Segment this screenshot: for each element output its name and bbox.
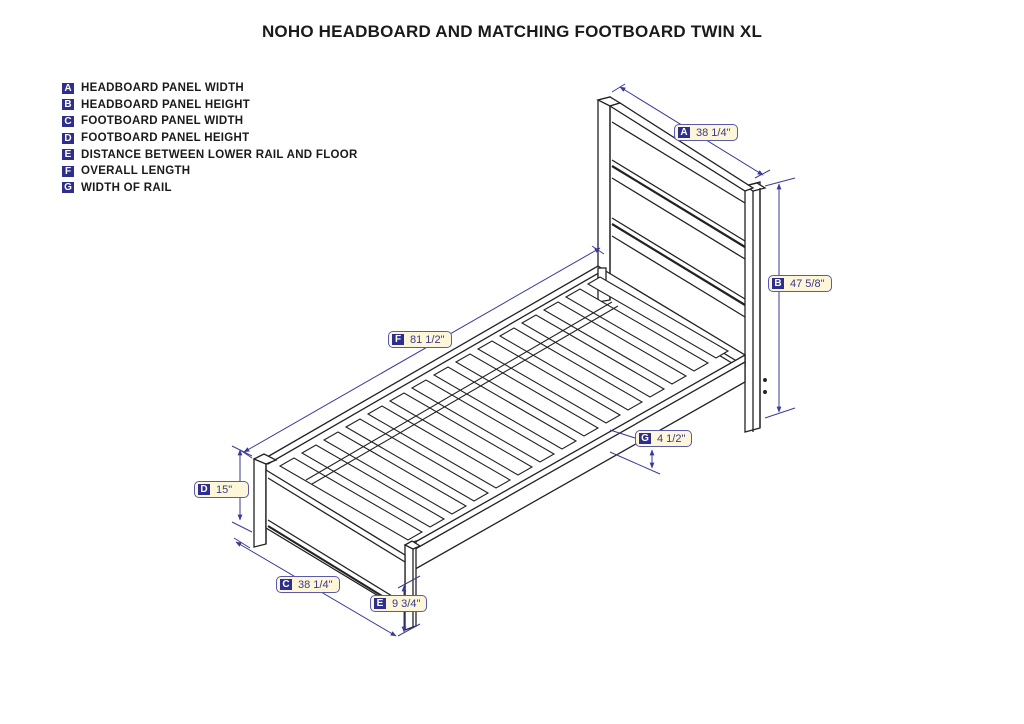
dimension-label-b: B 47 5/8"	[768, 275, 832, 292]
dimension-key-badge: D	[198, 484, 210, 495]
diagram-title: NOHO HEADBOARD AND MATCHING FOOTBOARD TW…	[261, 22, 763, 41]
dimension-value: 4 1/2"	[657, 432, 686, 445]
dimension-label-a: A 38 1/4"	[674, 124, 738, 141]
dimension-key-badge: G	[639, 433, 651, 444]
dimension-key-badge: A	[678, 127, 690, 138]
legend-item-f: F OVERALL LENGTH	[62, 163, 358, 180]
legend-label: FOOTBOARD PANEL HEIGHT	[81, 132, 250, 145]
legend-key-badge: D	[62, 132, 74, 144]
legend-label: HEADBOARD PANEL WIDTH	[81, 82, 245, 95]
dimension-value: 38 1/4"	[298, 578, 333, 591]
dimension-label-d: D 15"	[194, 481, 249, 498]
legend-key-badge: F	[62, 165, 74, 177]
legend-key-badge: G	[62, 182, 74, 194]
dimension-label-c: C 38 1/4"	[276, 576, 340, 593]
legend-label: DISTANCE BETWEEN LOWER RAIL AND FLOOR	[81, 148, 358, 161]
dimension-key-badge: C	[280, 579, 292, 590]
dimension-key-badge: E	[374, 598, 386, 609]
legend-item-b: B HEADBOARD PANEL HEIGHT	[62, 97, 358, 114]
dimension-value: 38 1/4"	[696, 126, 731, 139]
legend-key-badge: E	[62, 149, 74, 161]
dimension-value: 47 5/8"	[790, 277, 825, 290]
dimension-legend: A HEADBOARD PANEL WIDTH B HEADBOARD PANE…	[62, 80, 358, 196]
dimension-label-e: E 9 3/4"	[370, 595, 428, 612]
legend-label: OVERALL LENGTH	[81, 165, 191, 178]
dimension-value: 15"	[216, 483, 233, 496]
legend-item-a: A HEADBOARD PANEL WIDTH	[62, 80, 358, 97]
dimension-label-g: G 4 1/2"	[635, 430, 693, 447]
dimension-key-badge: F	[392, 334, 404, 345]
legend-item-c: C FOOTBOARD PANEL WIDTH	[62, 113, 358, 130]
legend-item-e: E DISTANCE BETWEEN LOWER RAIL AND FLOOR	[62, 146, 358, 163]
dimension-lines	[231, 83, 796, 637]
dimension-value: 81 1/2"	[410, 333, 445, 346]
legend-item-d: D FOOTBOARD PANEL HEIGHT	[62, 130, 358, 147]
legend-item-g: G WIDTH OF RAIL	[62, 180, 358, 197]
legend-label: WIDTH OF RAIL	[81, 181, 172, 194]
legend-key-badge: B	[62, 99, 74, 111]
dimension-label-f: F 81 1/2"	[388, 331, 452, 348]
legend-label: HEADBOARD PANEL HEIGHT	[81, 98, 251, 111]
legend-key-badge: C	[62, 115, 74, 127]
dimension-value: 9 3/4"	[392, 597, 421, 610]
legend-key-badge: A	[62, 82, 74, 94]
legend-label: FOOTBOARD PANEL WIDTH	[81, 115, 244, 128]
dimension-key-badge: B	[772, 278, 784, 289]
